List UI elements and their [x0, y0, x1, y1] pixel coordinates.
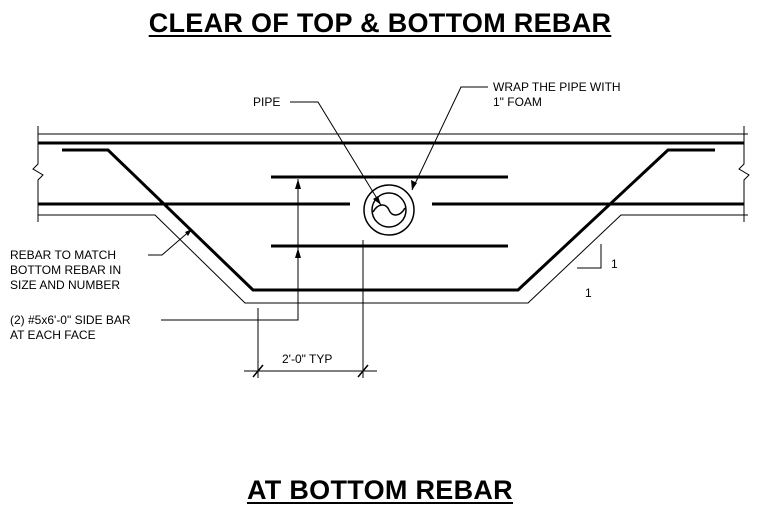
slope-rise-label: 1: [611, 257, 618, 271]
wrap-label-line1: WRAP THE PIPE WITH: [493, 80, 621, 94]
slope-run-label: 1: [585, 286, 592, 300]
bent-rebar: [62, 148, 715, 292]
dimension-label: 2'-0" TYP: [282, 352, 332, 366]
rebar-label-line3: SIZE AND NUMBER: [10, 278, 120, 292]
bottom-title: AT BOTTOM REBAR: [247, 475, 513, 505]
side-bar-label-line1: (2) #5x6'-0" SIDE BAR: [10, 313, 131, 327]
dimension-line: [244, 240, 377, 378]
break-line-left: [32, 126, 44, 222]
side-bar-label-line2: AT EACH FACE: [10, 328, 96, 342]
pipe-leader: [290, 101, 382, 206]
foam-leader: [411, 86, 488, 191]
break-line-right: [738, 126, 750, 222]
rebar-leader: [148, 228, 193, 256]
pipe-label: PIPE: [253, 95, 280, 109]
rebar-label-line1: REBAR TO MATCH: [10, 248, 116, 262]
slab-outline: [38, 133, 748, 304]
top-title: CLEAR OF TOP & BOTTOM REBAR: [148, 8, 612, 38]
wrap-label-line2: 1" FOAM: [493, 95, 542, 109]
pipe: [363, 184, 415, 236]
rebar-label-line2: BOTTOM REBAR IN: [10, 263, 121, 277]
side-bar-leader: [161, 179, 301, 321]
slope-indicator: [577, 244, 602, 269]
